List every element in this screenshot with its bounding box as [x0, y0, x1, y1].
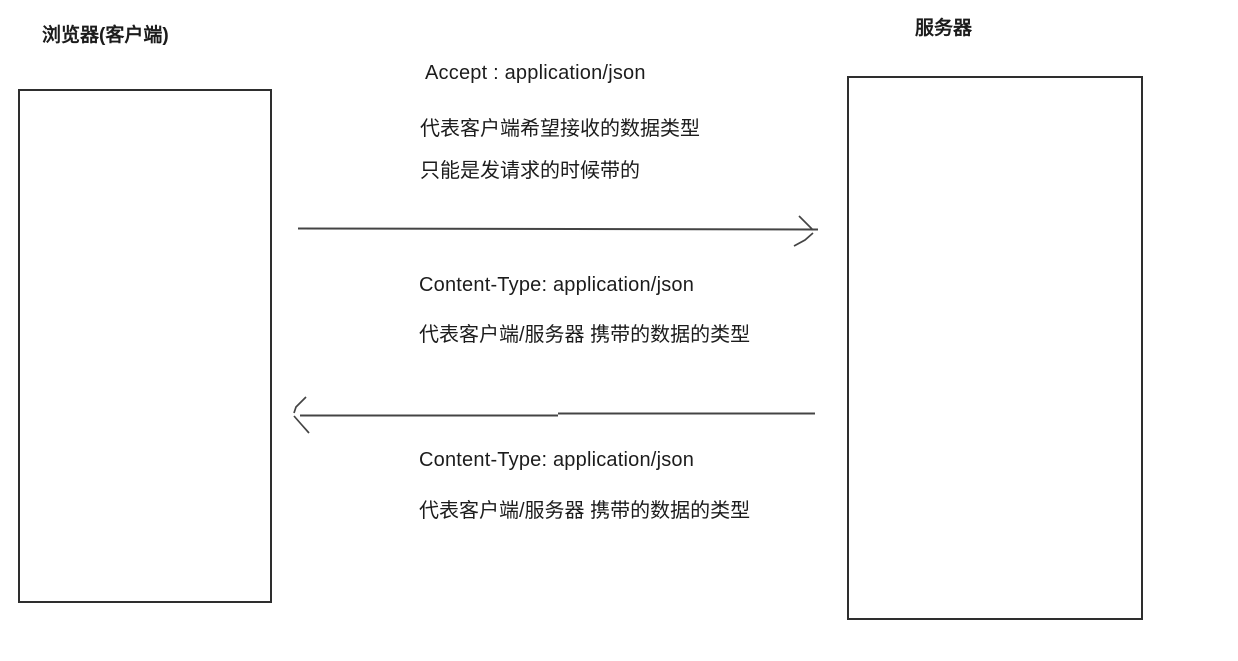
server-box	[847, 76, 1143, 620]
request-arrowhead-icon	[798, 215, 814, 231]
response-arrowhead-icon	[293, 415, 310, 434]
request-arrow-shaft	[297, 227, 819, 231]
client-label: 浏览器(客户端)	[42, 25, 169, 46]
response-content-type-text: Content-Type: application/json	[419, 449, 695, 471]
accept-note-2: 只能是发请求的时候带的	[420, 160, 640, 182]
response-content-type-note: 代表客户端/服务器 携带的数据的类型	[419, 500, 751, 522]
request-arrowhead-icon	[793, 232, 814, 247]
server-label: 服务器	[915, 18, 973, 39]
request-arrow	[297, 215, 819, 247]
accept-note-1: 代表客户端希望接收的数据类型	[420, 118, 700, 140]
accept-header-text: Accept : application/json	[425, 62, 646, 84]
response-arrow	[293, 396, 815, 434]
client-box	[18, 89, 272, 603]
request-content-type-text: Content-Type: application/json	[419, 274, 695, 296]
request-content-type-note: 代表客户端/服务器 携带的数据的类型	[419, 324, 751, 346]
response-arrowhead-icon	[293, 396, 307, 414]
